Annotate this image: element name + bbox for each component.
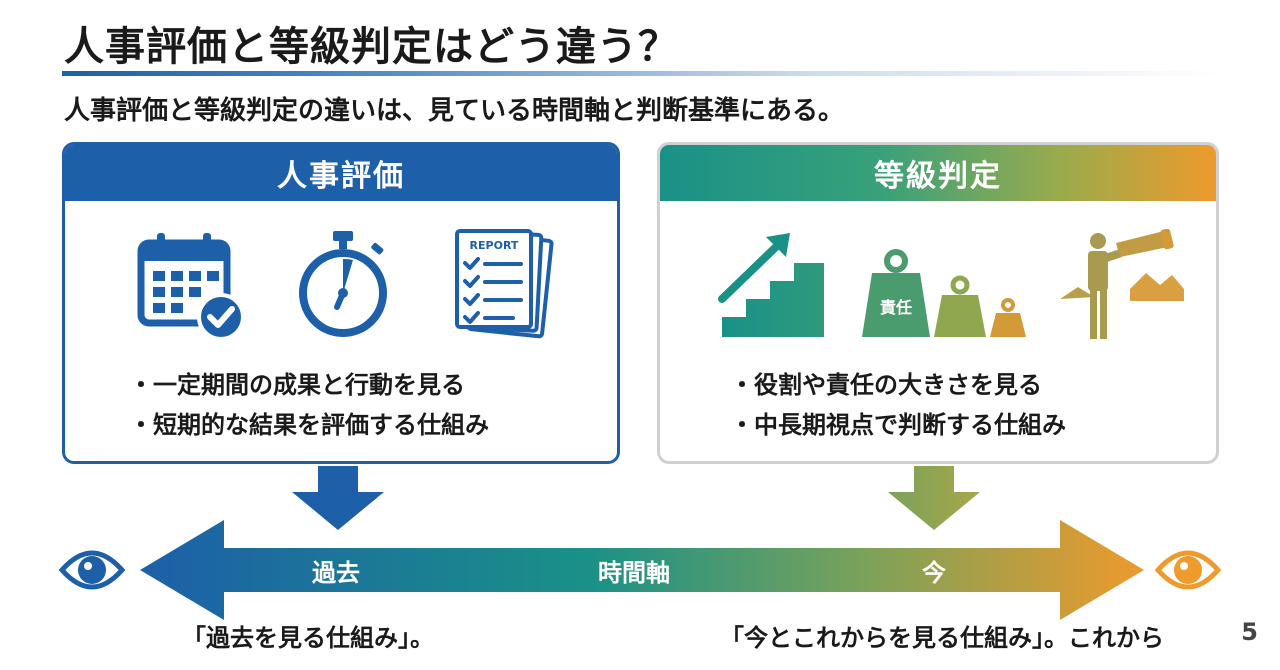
- axis-label-axis: 時間軸: [598, 559, 670, 587]
- stairs-arrow-icon: [718, 233, 824, 337]
- telescope-person-icon: [1060, 229, 1184, 339]
- calendar-check-icon: [137, 233, 245, 341]
- axis-label-now: 今: [922, 559, 946, 587]
- page-subtitle: 人事評価と等級判定の違いは、見ている時間軸と判断基準にある。: [64, 96, 845, 126]
- evaluation-header: 人事評価: [65, 145, 617, 201]
- evaluation-bullet-2: ・短期的な結果を評価する仕組み: [129, 411, 489, 439]
- grading-bullets: ・役割や責任の大きさを見る ・中長期視点で判断する仕組み: [660, 365, 1216, 445]
- grading-header: 等級判定: [660, 145, 1216, 201]
- grading-down-arrow: [888, 466, 980, 530]
- weight-label: 責任: [880, 298, 912, 317]
- time-axis: [58, 520, 1222, 620]
- bottom-caption-left: 「過去を見る仕組み」。: [182, 624, 434, 652]
- eye-right-icon: [1154, 550, 1222, 590]
- page-title: 人事評価と等級判定はどう違う？: [64, 24, 679, 70]
- title-underline: [62, 71, 1222, 76]
- eye-left-icon: [58, 550, 126, 590]
- evaluation-bullets: ・一定期間の成果と行動を見る ・短期的な結果を評価する仕組み: [65, 365, 617, 445]
- time-axis-arrow: [140, 520, 1144, 620]
- report-label: REPORT: [470, 239, 519, 252]
- page-number: 5: [1241, 618, 1258, 646]
- evaluation-box: 人事評価: [62, 142, 620, 464]
- grading-icons: 責任: [660, 229, 1216, 349]
- grading-bullet-1: ・役割や責任の大きさを見る: [730, 371, 1042, 399]
- evaluation-down-arrow: [292, 466, 384, 530]
- grading-box: 等級判定 責任: [657, 142, 1219, 464]
- stopwatch-icon: [299, 231, 387, 337]
- axis-label-past: 過去: [312, 559, 360, 587]
- evaluation-icons: REPORT: [65, 229, 617, 349]
- report-document-icon: REPORT: [455, 229, 554, 339]
- bottom-caption-right: 「今とこれからを見る仕組み」。これから: [720, 624, 1164, 652]
- weights-icon: 責任: [862, 249, 1026, 337]
- evaluation-bullet-1: ・一定期間の成果と行動を見る: [129, 371, 465, 399]
- grading-bullet-2: ・中長期視点で判断する仕組み: [730, 411, 1066, 439]
